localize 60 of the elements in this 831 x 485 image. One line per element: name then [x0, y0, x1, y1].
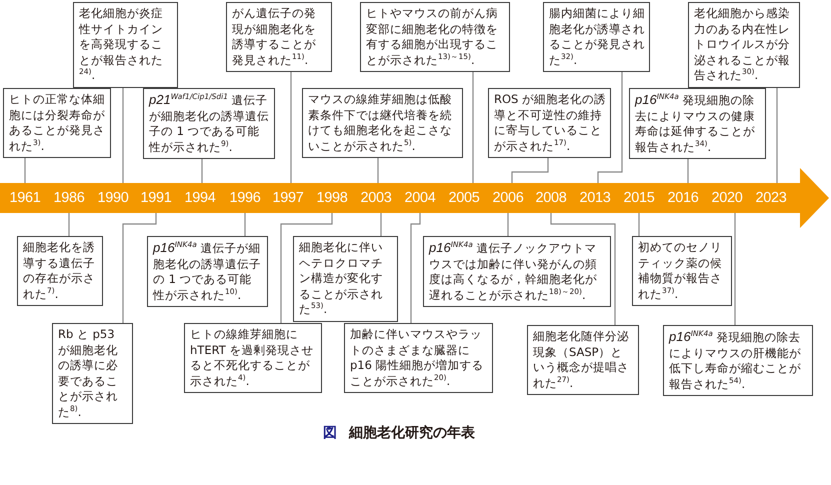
- year-label: 2015: [617, 183, 661, 213]
- connector-line: [687, 159, 689, 183]
- connector-line: [380, 213, 382, 236]
- year-label: 2003: [354, 183, 398, 213]
- event-box: がん遺伝子の発現が細胞老化を誘導することが発見された$^{11)}$.: [226, 2, 332, 72]
- year-label: 2006: [486, 183, 530, 213]
- event-box: 細胞老化随伴分泌現象（SASP）という概念が提唱された$^{27)}$.: [527, 325, 639, 395]
- connector-line: [68, 213, 70, 236]
- connector-line: [734, 213, 736, 325]
- year-label: 1994: [178, 183, 222, 213]
- event-box: p16$^{INK4a}$ 遺伝子ノックアウトマウスでは加齢に伴い発がんの頻度は高くなるが，幹細胞老化が遅れることが示された$^{18)～20)}$.: [423, 236, 611, 307]
- connector-line: [377, 158, 379, 183]
- connector-line: [122, 88, 124, 183]
- event-box: p16$^{INK4a}$ 遺伝子が細胞老化の誘導遺伝子の 1 つである可能性が示された$^{10)}$.: [147, 236, 268, 307]
- year-label: 1986: [47, 183, 91, 213]
- connector-line: [244, 213, 246, 236]
- year-label: 1961: [3, 183, 47, 213]
- year-label: 2020: [705, 183, 749, 213]
- event-box: p16$^{INK4a}$ 発現細胞の除去によりマウスの健康寿命は延伸することが報告された$^{34)}$.: [629, 88, 766, 159]
- connector-line: [550, 213, 616, 325]
- connector-line: [24, 158, 26, 183]
- connector-line: [511, 158, 549, 183]
- event-box: 細胞老化に伴いヘテロクロマチン構造が変化することが示された$^{53)}$.: [293, 236, 398, 322]
- event-box: 老化細胞が炎症性サイトカインを高発現することが報告された$^{24)}$.: [73, 2, 178, 88]
- caption: 細胞老化研究の年表: [349, 424, 475, 442]
- event-box: p16$^{INK4a}$ 発現細胞の除去によりマウスの肝機能が低下し寿命が縮むことが報告された$^{54)}$.: [663, 325, 813, 396]
- event-box: ヒトの線維芽細胞に hTERT を過剰発現させると不死化することが示された$^{4)}$.: [184, 323, 322, 393]
- event-box: 初めてのセノリティック薬の候補物質が報告された$^{37)}$.: [632, 236, 732, 306]
- event-box: 腸内細菌により細胞老化が誘導されることが発見された$^{32)}$.: [543, 2, 650, 72]
- event-box: マウスの線維芽細胞は低酸素条件下では継代培養を続けても細胞老化を起こさないことが示された$^{5)}$.: [302, 88, 463, 158]
- year-label: 1996: [223, 183, 267, 213]
- year-label: 1991: [134, 183, 178, 213]
- figure-label: 図: [323, 424, 337, 442]
- event-box: 細胞老化を誘導する遺伝子の存在が示された$^{7)}$.: [17, 236, 103, 306]
- event-box: 老化細胞から感染力のある内在性レトロウイルスが分泌されることが報告された$^{30)}$.: [688, 2, 800, 88]
- connector-line: [472, 72, 474, 183]
- year-label: 2005: [442, 183, 486, 213]
- connector-line: [201, 159, 203, 183]
- event-box: ヒトやマウスの前がん病変部に細胞老化の特徴を有する細胞が出現することが示された$^{13)～15)}$.: [360, 2, 510, 72]
- year-label: 1990: [91, 183, 135, 213]
- connector-line: [638, 213, 640, 236]
- year-label: 1997: [266, 183, 310, 213]
- event-box: p21$^{Waf1/Cip1/Sdi1}$ 遺伝子が細胞老化の誘導遺伝子の 1 つである可能性が示された$^{9)}$.: [143, 88, 275, 159]
- year-label: 2008: [529, 183, 573, 213]
- year-label: 2013: [573, 183, 617, 213]
- event-box: Rb と p53 が細胞老化の誘導に必要であることが示された$^{8)}$.: [52, 323, 133, 424]
- connector-line: [597, 72, 623, 183]
- event-box: ROS が細胞老化の誘導と不可逆性の維持に寄与していることが示された$^{17)}$.: [488, 88, 611, 158]
- year-label: 2023: [749, 183, 793, 213]
- year-label: 2016: [661, 183, 705, 213]
- connector-line: [122, 213, 157, 323]
- connector-line: [290, 72, 292, 183]
- connector-line: [507, 213, 509, 236]
- connector-line: [280, 213, 333, 323]
- connector-line: [776, 88, 778, 183]
- event-box: ヒトの正常な体細胞には分裂寿命があることが発見された$^{3)}$.: [3, 88, 111, 158]
- event-box: 加齢に伴いマウスやラットのさまざまな臓器に p16 陽性細胞が増加することが示された$^{20)}$.: [344, 323, 493, 393]
- year-label: 2004: [398, 183, 442, 213]
- connector-line: [410, 213, 421, 323]
- year-label: 1998: [310, 183, 354, 213]
